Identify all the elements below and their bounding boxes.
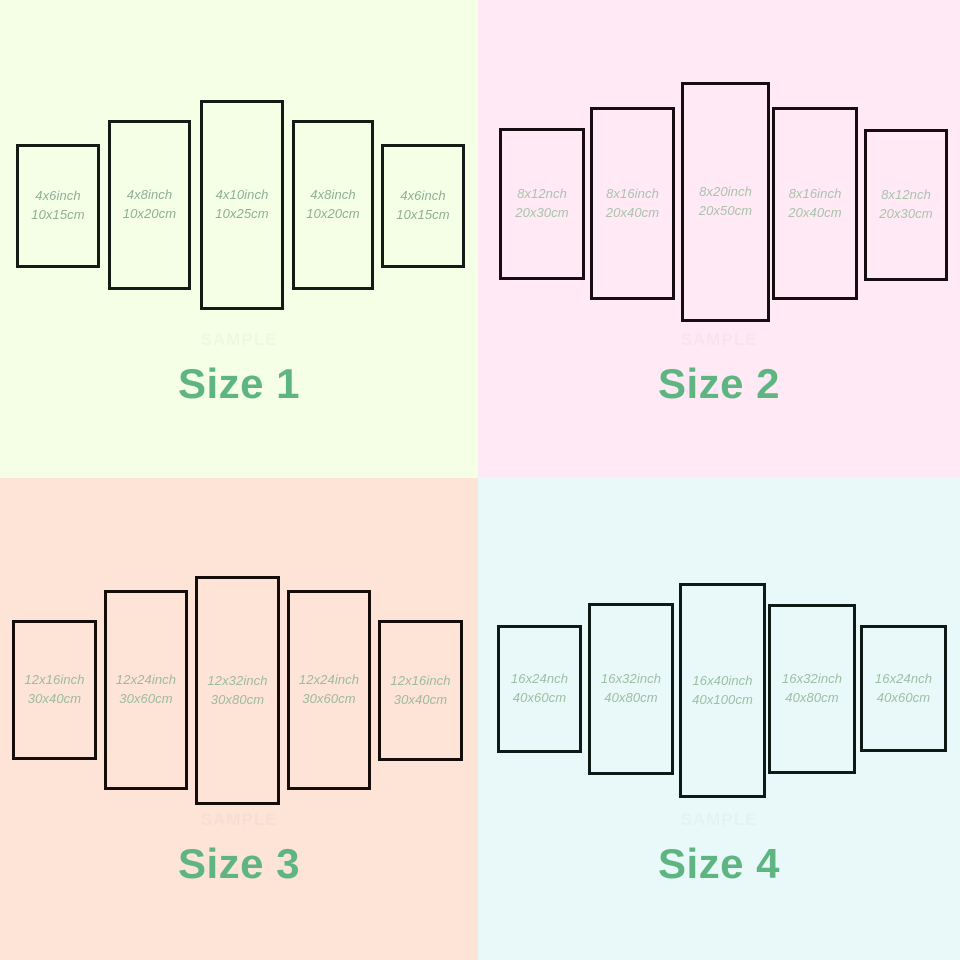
panel-size-4: SAMPLE16x24nch40x60cm16x32inch40x80cm16x… <box>478 478 960 960</box>
frame-size-cm: 20x40cm <box>605 204 660 220</box>
frame-panel[interactable]: 12x24inch 30x60cm <box>104 590 188 790</box>
frame-panel[interactable]: 4x10inch 10x25cm <box>200 100 284 310</box>
frame-size-cm: 40x60cm <box>876 689 931 705</box>
frame-panel[interactable]: 16x40inch 40x100cm <box>679 583 766 798</box>
frame-size-inch: 12x32inch <box>207 672 268 688</box>
frame-group: 12x16inch 30x40cm 12x24inch 30x60cm 12x32inc… <box>0 478 478 960</box>
frame-size-inch: 16x32inch <box>600 671 662 687</box>
frame-panel[interactable]: 8x16inch 20x40cm <box>590 107 675 300</box>
frame-panel[interactable]: 4x6inch 10x15cm <box>381 144 465 268</box>
frame-size-inch: 4x6inch <box>400 188 446 204</box>
frame-size-inch: 4x8inch <box>310 187 356 203</box>
frame-panel[interactable]: 12x24inch 30x60cm <box>287 590 371 790</box>
frame-size-inch: 4x10inch <box>215 187 269 203</box>
frame-size-cm: 10x15cm <box>31 207 85 222</box>
frame-size-cm: 30x60cm <box>302 691 356 706</box>
frame-panel[interactable]: 8x16inch 20x40cm <box>772 107 858 300</box>
panel-title-size-3: Size 3 <box>177 840 301 887</box>
frame-panel[interactable]: 12x32inch 30x80cm <box>195 576 280 805</box>
panel-size-3: SAMPLE12x16inch30x40cm12x24inch30x60cm12… <box>0 478 478 960</box>
panel-title-size-2: Size 2 <box>657 360 781 407</box>
frame-size-cm: 30x40cm <box>27 691 82 706</box>
frame-size-inch: 8x12nch <box>881 187 931 203</box>
panel-size-1: SAMPLE4x6inch10x15cm4x8inch10x20cm4x10in… <box>0 0 478 478</box>
frame-panel[interactable]: 16x24nch 40x60cm <box>860 625 947 752</box>
panel-title-size-1: Size 1 <box>177 360 301 407</box>
frame-group: 4x6inch 10x15cm 4x8inch 10x20cm 4x10inch 10x2… <box>0 0 478 478</box>
panel-title-size-4: Size 4 <box>657 840 781 887</box>
frame-group: 8x12nch 20x30cm 8x16inch 20x40cm 8x20inch 20x… <box>478 0 960 478</box>
frame-size-cm: 10x20cm <box>306 206 360 221</box>
frame-size-cm: 40x100cm <box>692 691 753 707</box>
frame-size-inch: 12x24inch <box>298 672 360 688</box>
frame-size-inch: 16x32inch <box>781 671 843 687</box>
frame-panel[interactable]: 16x32inch 40x80cm <box>588 603 674 775</box>
frame-size-cm: 20x40cm <box>788 204 842 220</box>
frame-size-cm: 40x60cm <box>512 690 567 705</box>
frame-group: 16x24nch 40x60cm 16x32inch 40x80cm 16x40inch… <box>478 478 960 960</box>
frame-panel[interactable]: 12x16inch 30x40cm <box>378 620 463 761</box>
frame-size-cm: 30x60cm <box>119 691 173 706</box>
frame-size-inch: 4x6inch <box>35 188 81 204</box>
frame-size-cm: 20x30cm <box>515 205 569 220</box>
frame-size-inch: 4x8inch <box>126 187 173 203</box>
frame-panel[interactable]: 4x6inch 10x15cm <box>16 144 100 268</box>
frame-size-cm: 20x50cm <box>698 203 753 218</box>
frame-panel[interactable]: 16x32inch 40x80cm <box>768 604 856 774</box>
frame-size-inch: 8x16inch <box>788 185 842 201</box>
frame-panel[interactable]: 8x20inch 20x50cm <box>681 82 770 322</box>
frame-size-cm: 20x30cm <box>879 206 933 221</box>
frame-size-inch: 16x24nch <box>510 671 569 687</box>
frame-size-cm: 30x40cm <box>393 691 448 707</box>
frame-size-inch: 12x16inch <box>390 672 451 688</box>
frame-panel[interactable]: 8x12nch 20x30cm <box>864 129 948 281</box>
frame-size-inch: 16x40inch <box>692 672 753 688</box>
frame-size-inch: 8x16inch <box>606 185 659 201</box>
frame-size-inch: 16x24nch <box>874 670 933 686</box>
frame-panel[interactable]: 16x24nch 40x60cm <box>497 625 582 753</box>
frame-size-cm: 40x80cm <box>604 690 658 705</box>
panel-size-2: SAMPLE8x12nch20x30cm8x16inch20x40cm8x20i… <box>478 0 960 478</box>
frame-panel[interactable]: 12x16inch 30x40cm <box>12 620 97 760</box>
frame-panel[interactable]: 4x8inch 10x20cm <box>292 120 374 290</box>
frame-size-inch: 8x20inch <box>699 184 752 200</box>
frame-size-inch: 12x24inch <box>115 672 177 688</box>
frame-size-cm: 10x15cm <box>396 207 450 222</box>
frame-size-cm: 40x80cm <box>785 690 839 705</box>
frame-size-inch: 12x16inch <box>24 672 85 688</box>
frame-size-cm: 10x25cm <box>215 206 269 221</box>
frame-size-cm: 30x80cm <box>210 691 265 707</box>
frame-size-inch: 8x12nch <box>517 186 567 202</box>
frame-panel[interactable]: 8x12nch 20x30cm <box>499 128 585 280</box>
frame-size-cm: 10x20cm <box>122 206 177 221</box>
frame-panel[interactable]: 4x8inch 10x20cm <box>108 120 191 290</box>
